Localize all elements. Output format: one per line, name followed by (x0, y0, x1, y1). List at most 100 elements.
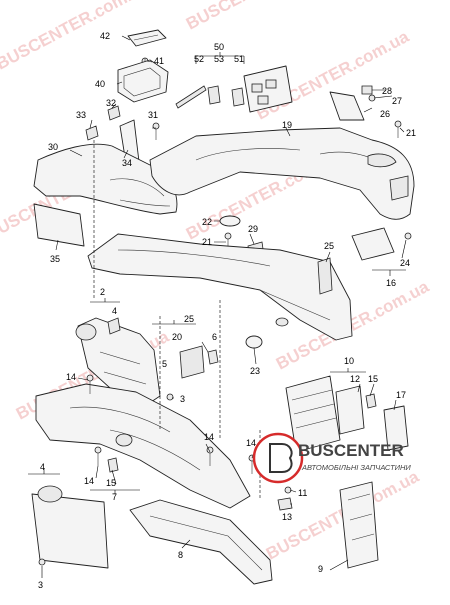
callout-3: 3 (180, 394, 185, 404)
switch-button (257, 95, 269, 105)
part-19-console-top (149, 127, 415, 220)
callout-33: 33 (76, 110, 86, 120)
callout-51: 51 (234, 54, 244, 64)
side-vent (389, 175, 409, 201)
part-50-switch-panel (243, 65, 293, 113)
logo-b-icon (269, 443, 293, 473)
callout-29: 29 (248, 224, 258, 234)
part-20-console-body (87, 233, 353, 341)
callout-22: 22 (202, 217, 212, 227)
callout-labels: 42 41 40 32 33 34 31 30 35 50 52 53 51 1… (38, 31, 416, 590)
callout-24: 24 (400, 258, 410, 268)
callout-14: 14 (204, 432, 214, 442)
callout-15: 15 (106, 478, 116, 488)
callout-3: 3 (38, 580, 43, 590)
logo-name: BUSCENTER (298, 441, 404, 460)
callout-16: 16 (386, 278, 396, 288)
callout-6: 6 (212, 332, 217, 342)
part-30-front-console (33, 143, 178, 215)
callout-21: 21 (202, 237, 212, 247)
mount-ring (37, 485, 63, 503)
callout-34: 34 (122, 158, 132, 168)
part-3-nut (166, 393, 174, 401)
part-32-clip (107, 105, 121, 121)
part-5-bracket (179, 345, 205, 379)
part-3-nut (38, 558, 46, 566)
callout-4: 4 (112, 306, 117, 316)
part-8-air-duct (129, 499, 273, 585)
callout-52: 52 (194, 54, 204, 64)
part-25-clip (317, 257, 333, 295)
part-14-screw (86, 374, 94, 394)
part-14-screw (94, 446, 102, 466)
callout-14: 14 (66, 372, 76, 382)
part-53-switch (207, 85, 221, 105)
callout-14: 14 (84, 476, 94, 486)
part-40-tray (117, 59, 169, 103)
part-23-plug (245, 335, 263, 349)
callout-27: 27 (392, 96, 402, 106)
callout-41: 41 (154, 56, 164, 66)
buscenter-logo: BUSCENTER АВТОМОБІЛЬНІ ЗАПЧАСТИНИ (252, 432, 411, 484)
callout-12: 12 (350, 374, 360, 384)
part-22-cap (219, 215, 241, 227)
part-11-clip (284, 486, 292, 494)
part-21-screw (394, 120, 402, 138)
switch-button (265, 79, 277, 89)
callout-10: 10 (344, 356, 354, 366)
part-28-clip (361, 85, 373, 95)
callout-4: 4 (40, 462, 45, 472)
callout-50: 50 (214, 42, 224, 52)
callout-25: 25 (184, 314, 194, 324)
part-33-clip (85, 125, 99, 141)
callout-5: 5 (162, 359, 167, 369)
callout-20: 20 (172, 332, 182, 342)
part-12-module (335, 385, 365, 435)
switch-button (251, 83, 263, 93)
callout-13: 13 (282, 512, 292, 522)
part-26-bracket (329, 91, 365, 121)
mount-ring (75, 323, 97, 341)
part-6-clip (207, 349, 219, 365)
part-17-bracket (383, 405, 409, 451)
part-31-screw (152, 122, 160, 140)
part-4-lower-bracket (31, 493, 109, 569)
callout-25: 25 (324, 241, 334, 251)
callout-17: 17 (396, 390, 406, 400)
part-52-rod (175, 85, 207, 109)
part-42-lid (127, 29, 167, 47)
callout-19: 19 (282, 120, 292, 130)
mounting-hole (275, 317, 289, 327)
logo-tagline: АВТОМОБІЛЬНІ ЗАПЧАСТИНИ (301, 463, 411, 472)
callout-15: 15 (368, 374, 378, 384)
callout-30: 30 (48, 142, 58, 152)
callout-23: 23 (250, 366, 260, 376)
callout-53: 53 (214, 54, 224, 64)
callout-7: 7 (112, 492, 117, 502)
callout-2: 2 (100, 287, 105, 297)
part-15-clip (365, 393, 377, 409)
cup-holder (367, 153, 397, 168)
watermark-text: BUSCENTER.com.ua (183, 0, 343, 34)
part-35-side-panel (33, 203, 85, 247)
part-7-base (35, 383, 251, 509)
callout-42: 42 (100, 31, 110, 41)
callout-11: 11 (298, 488, 307, 498)
callout-9: 9 (318, 564, 323, 574)
callout-21: 21 (406, 128, 416, 138)
part-10-relay-box (285, 375, 341, 453)
part-15-clip (107, 457, 119, 473)
callout-35: 35 (50, 254, 60, 264)
logo-ring (252, 432, 304, 484)
callout-32: 32 (106, 98, 116, 108)
part-24-clip (404, 232, 412, 240)
part-51-switch (231, 87, 245, 107)
part-13-clip (277, 497, 293, 511)
callout-14: 14 (246, 438, 256, 448)
callout-26: 26 (380, 109, 390, 119)
callout-28: 28 (382, 86, 392, 96)
part-9-duct-end (339, 481, 379, 569)
callout-31: 31 (148, 110, 158, 120)
mount-ring (115, 433, 133, 447)
